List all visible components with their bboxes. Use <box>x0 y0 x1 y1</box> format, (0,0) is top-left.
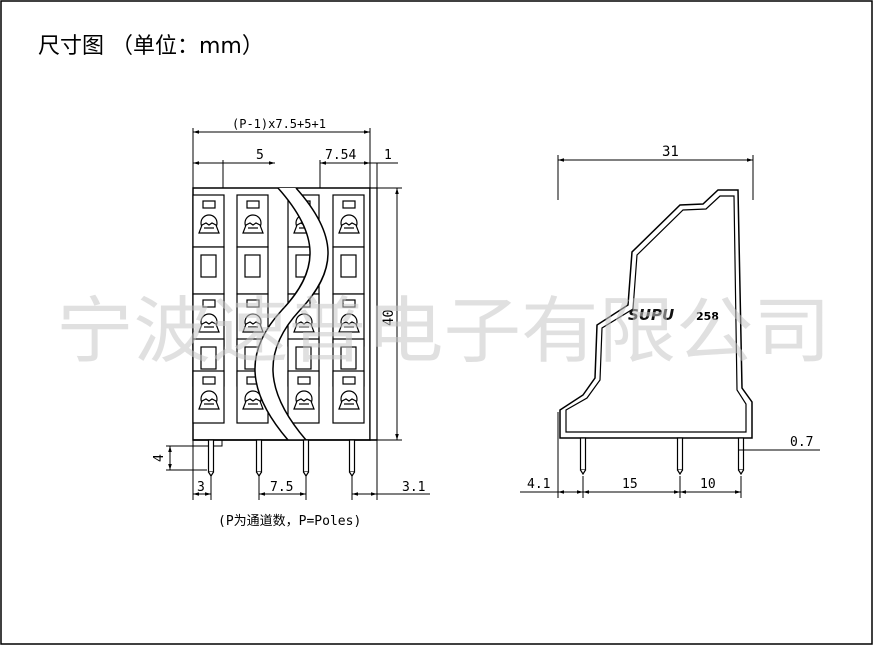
dim-label-5: 5 <box>256 148 264 163</box>
side-pin-2 <box>676 437 684 475</box>
side-pin-1 <box>579 437 587 475</box>
watermark: 宁波速普电子有限公司 <box>56 289 831 373</box>
dim-label-15: 15 <box>622 477 638 492</box>
pin-4 <box>348 439 356 477</box>
model-number: 258 <box>696 310 719 323</box>
dim-label-31: 31 <box>662 144 679 160</box>
dim-label-31-bottom: 3.1 <box>402 480 425 495</box>
side-pin-3 <box>737 437 745 475</box>
side-profile-inner <box>565 195 747 433</box>
dim-label-total: (P-1)x7.5+5+1 <box>232 117 326 131</box>
dim-label-4: 4 <box>152 454 167 462</box>
brand-logo: SUPU <box>628 306 674 324</box>
dim-label-75: 7.5 <box>270 480 293 495</box>
dim-label-3: 3 <box>197 480 205 495</box>
pin-3 <box>302 439 310 477</box>
dim-label-754: 7.54 <box>325 148 356 163</box>
side-profile-outer <box>559 189 753 439</box>
side-view: 31 SUPU 258 0.7 4.1 15 10 <box>520 144 820 498</box>
pin-1 <box>207 439 215 477</box>
break-line-right <box>272 187 329 441</box>
poles-note: (P为通道数，P=Poles) <box>218 514 361 529</box>
dim-label-10: 10 <box>700 477 716 492</box>
dim-label-41: 4.1 <box>527 477 550 492</box>
dim-label-1: 1 <box>384 148 392 163</box>
front-view: (P-1)x7.5+5+1 5 7.54 1 <box>152 117 430 529</box>
page-title: 尺寸图 （单位：mm） <box>38 34 264 59</box>
dim-label-40: 40 <box>381 309 397 326</box>
break-line-left <box>254 187 311 441</box>
dim-label-07: 0.7 <box>790 435 813 450</box>
pin-2 <box>255 439 263 477</box>
